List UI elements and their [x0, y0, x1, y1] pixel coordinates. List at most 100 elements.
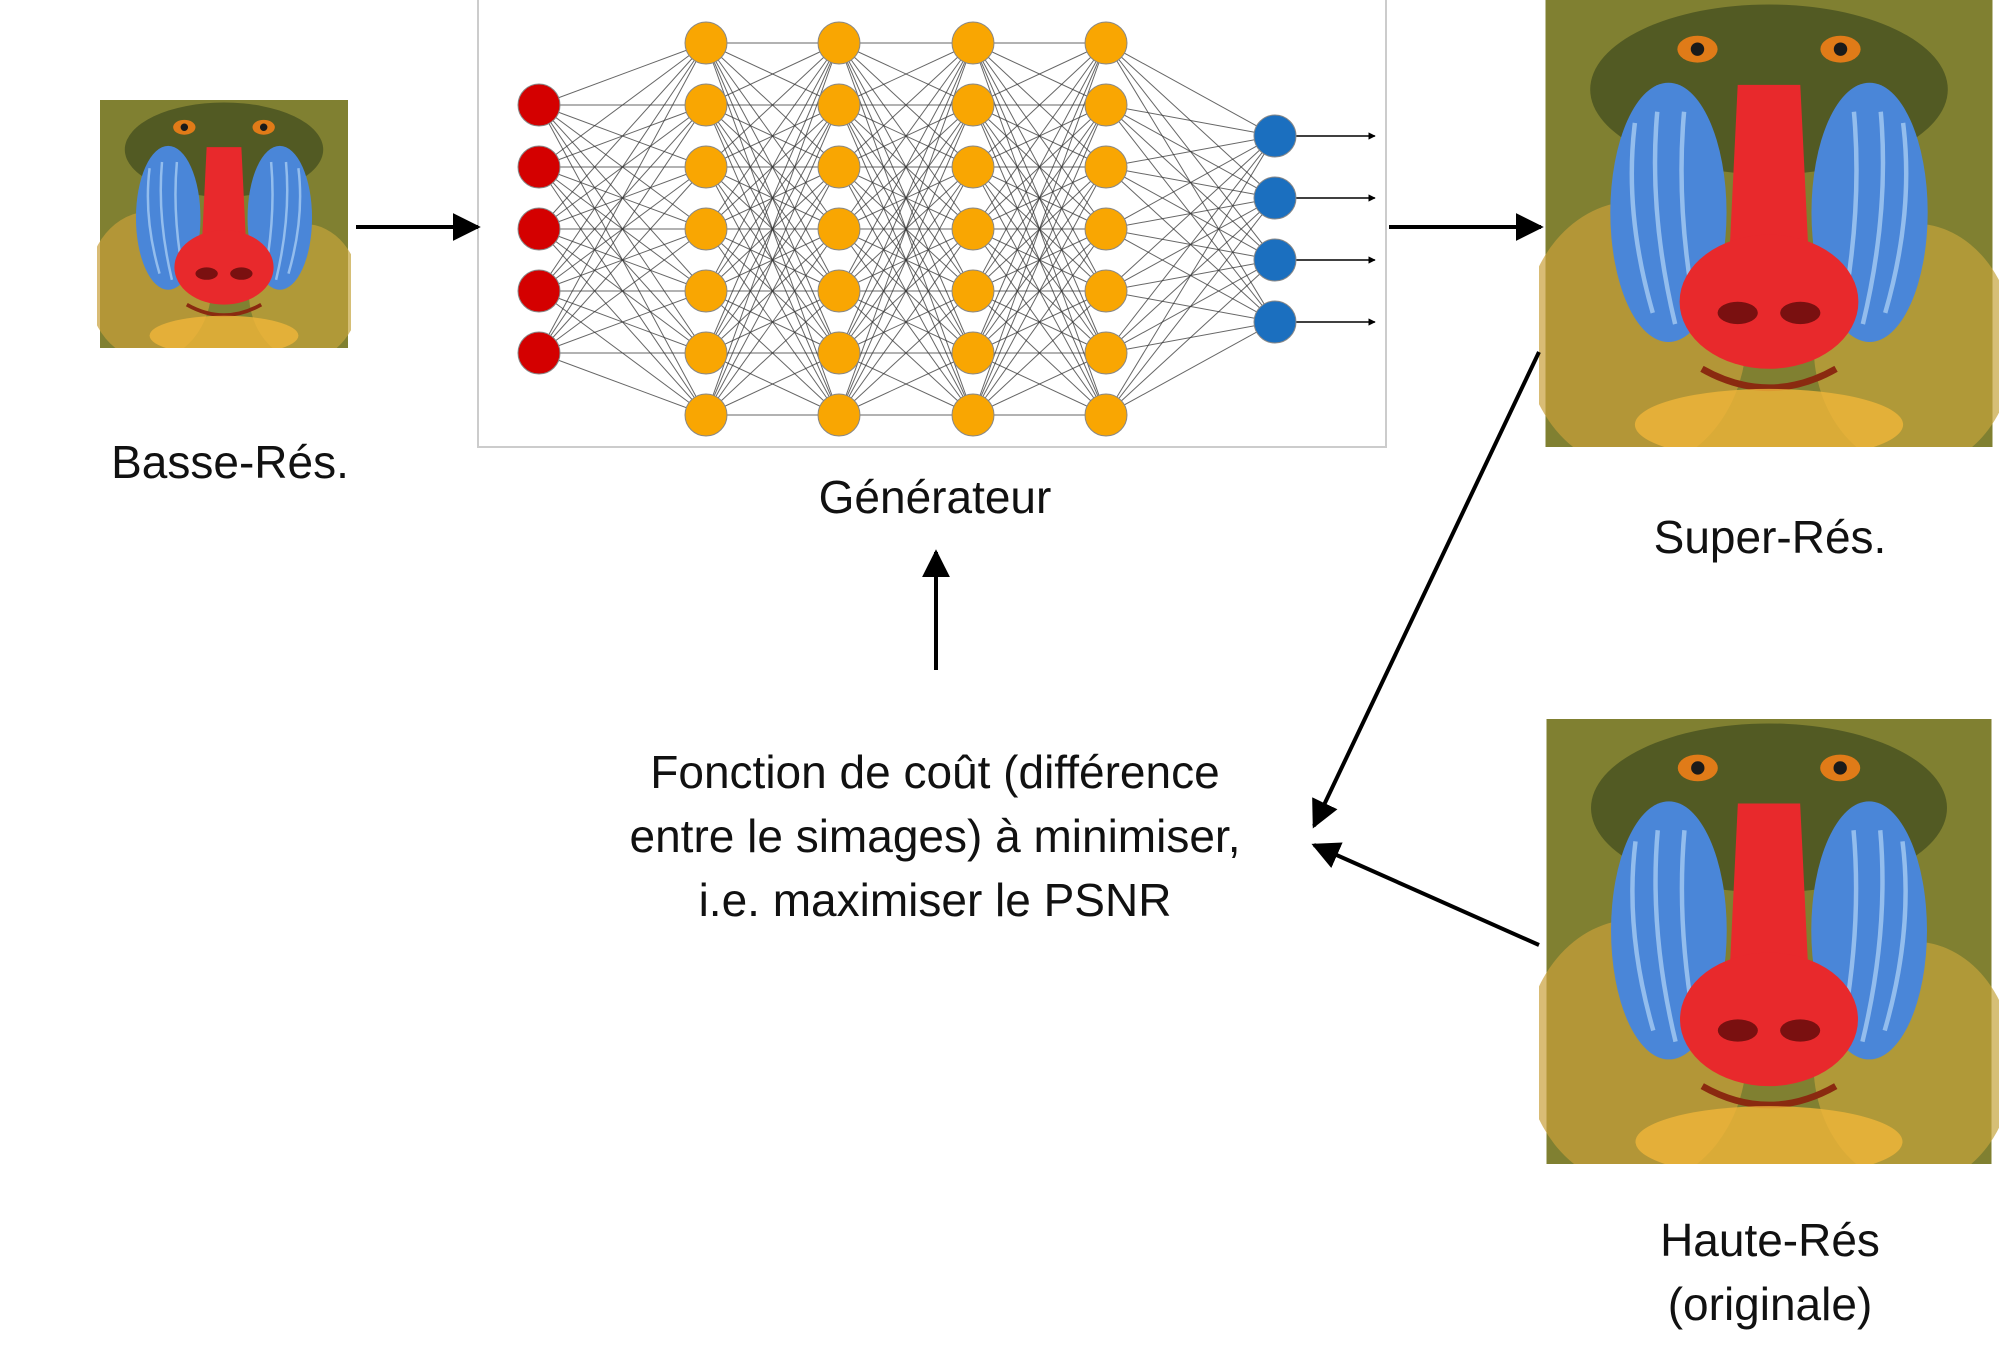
input-node [517, 331, 561, 375]
arrow-superres-to-loss [1312, 351, 1541, 829]
generator-network [517, 21, 1376, 437]
hidden-node [1084, 331, 1128, 375]
network-edge [972, 104, 1107, 416]
network-edge [1105, 135, 1276, 354]
network-edge [1105, 197, 1276, 416]
network-edge [838, 42, 974, 416]
hidden-node [1084, 21, 1128, 65]
loss-line-3: i.e. maximiser le PSNR [698, 874, 1172, 926]
low-res-label: Basse-Rés. [111, 436, 349, 488]
hidden-node [684, 145, 728, 189]
network-edge [972, 42, 1107, 354]
hidden-node [951, 21, 995, 65]
hidden-node [817, 145, 861, 189]
hidden-node [817, 83, 861, 127]
network-edge [1105, 104, 1276, 137]
network-edge [538, 352, 707, 416]
input-node [517, 145, 561, 189]
hidden-node [684, 83, 728, 127]
network-edge [705, 104, 840, 416]
network-edge [705, 42, 840, 416]
network-edge [538, 104, 707, 354]
network-edge [838, 42, 974, 168]
input-node [517, 269, 561, 313]
network-edge [705, 42, 840, 292]
generator-label: Générateur [818, 471, 1052, 523]
super-res-label: Super-Rés. [1653, 511, 1887, 563]
network-edge [838, 290, 974, 416]
network-edge [838, 104, 974, 416]
network-edge [838, 42, 974, 106]
hidden-node [684, 21, 728, 65]
network-edge [538, 42, 707, 106]
output-node [1253, 238, 1297, 282]
network-edge [838, 42, 974, 292]
hidden-node [817, 393, 861, 437]
hidden-node [1084, 145, 1128, 189]
network-edge [838, 166, 974, 416]
hidden-node [951, 207, 995, 251]
low-res-image [97, 100, 351, 348]
network-edge [972, 42, 1107, 106]
network-edge [538, 42, 707, 354]
network-edge [705, 42, 840, 106]
output-node [1253, 114, 1297, 158]
output-node [1253, 176, 1297, 220]
network-edge [972, 290, 1107, 416]
hidden-node [1084, 207, 1128, 251]
network-edge [1105, 259, 1276, 416]
loss-line-2: entre le simages) à minimiser, [629, 810, 1241, 862]
network-edge [1105, 135, 1276, 416]
network-edge [538, 42, 707, 292]
network-edge [1105, 135, 1276, 168]
network-edge [538, 166, 707, 354]
hidden-node [684, 393, 728, 437]
high-res-image [1524, 719, 1999, 1186]
network-edge [705, 42, 840, 230]
network-edge [972, 42, 1107, 416]
hidden-node [951, 269, 995, 313]
hidden-node [951, 331, 995, 375]
network-edge [538, 42, 707, 230]
network-edges [538, 42, 1276, 416]
network-edge [1105, 135, 1276, 230]
network-edge [705, 42, 840, 354]
hidden-node [817, 331, 861, 375]
network-edge [538, 228, 707, 354]
network-edge [1105, 135, 1276, 292]
hidden-node [951, 145, 995, 189]
hidden-node [817, 21, 861, 65]
hidden-node [684, 207, 728, 251]
network-edge [838, 42, 974, 230]
network-edge [972, 352, 1107, 416]
hidden-node [951, 393, 995, 437]
network-edge [972, 42, 1107, 292]
network-edge [1105, 42, 1276, 137]
network-edge [705, 352, 840, 416]
network-edge [705, 290, 840, 416]
network-edge [972, 166, 1107, 416]
hidden-node [684, 269, 728, 313]
loss-function-label: Fonction de coût (différence entre le si… [535, 740, 1335, 932]
hidden-node [684, 331, 728, 375]
network-edge [705, 42, 840, 168]
hidden-node [817, 207, 861, 251]
hidden-node [951, 83, 995, 127]
input-node [517, 83, 561, 127]
network-edge [538, 42, 707, 168]
super-res-image [1523, 0, 1999, 469]
hidden-node [1084, 269, 1128, 313]
hidden-node [1084, 393, 1128, 437]
hidden-node [1084, 83, 1128, 127]
output-node [1253, 300, 1297, 344]
network-edge [972, 42, 1107, 168]
network-edge [838, 352, 974, 416]
network-edge [705, 228, 840, 416]
network-edge [972, 42, 1107, 230]
high-res-label: Haute-Rés (originale) [1660, 1214, 1880, 1330]
hidden-node [817, 269, 861, 313]
arrow-highres-to-loss [1311, 842, 1540, 947]
loss-line-1: Fonction de coût (différence [650, 746, 1220, 798]
network-edge [1105, 321, 1276, 416]
